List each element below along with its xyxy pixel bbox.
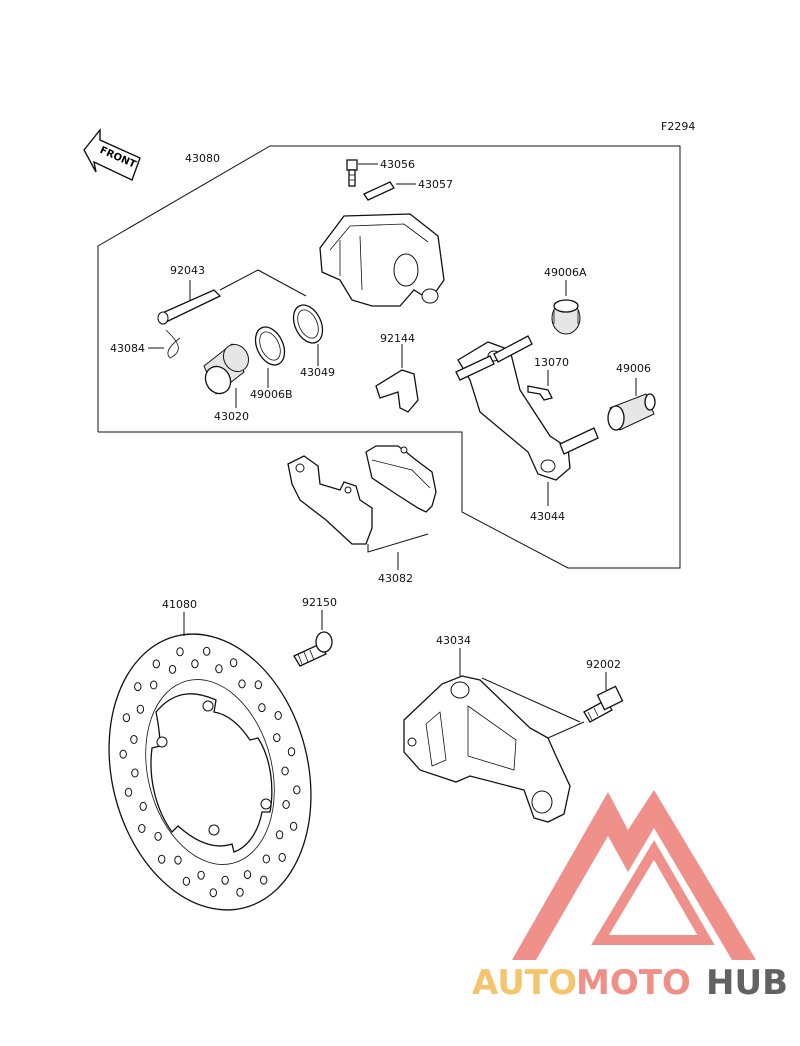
bleeder-cap: [363, 181, 395, 201]
vent-hole: [229, 658, 238, 668]
vent-hole: [260, 875, 268, 885]
vent-hole: [221, 875, 229, 885]
label-49006B: 49006B: [250, 388, 293, 401]
vent-hole: [182, 876, 191, 886]
label-43082: 43082: [378, 572, 413, 585]
vent-hole: [130, 735, 138, 744]
vent-hole: [134, 682, 142, 692]
label-13070: 13070: [534, 356, 569, 369]
vent-hole: [131, 768, 139, 778]
pad-spring: [375, 369, 419, 413]
label-49006A: 49006A: [544, 266, 587, 279]
vent-hole: [203, 646, 211, 656]
label-92150: 92150: [302, 596, 337, 609]
label-92002: 92002: [586, 658, 621, 671]
caliper-mount-bracket: [403, 675, 571, 823]
vent-hole: [254, 680, 262, 690]
vent-hole: [122, 713, 131, 723]
vent-hole: [119, 749, 127, 759]
caliper-body: [319, 213, 445, 307]
label-43057: 43057: [418, 178, 453, 191]
caliper-assembly-outline: [97, 145, 681, 569]
vent-hole: [139, 801, 147, 811]
vent-hole: [275, 830, 284, 840]
vent-hole: [273, 733, 281, 743]
piston-seal: [254, 326, 286, 366]
vent-hole: [197, 870, 205, 880]
vent-hole: [281, 766, 289, 776]
caliper-bracket: [455, 335, 599, 481]
logo-text-hub: HUB: [706, 963, 788, 1003]
vent-hole: [287, 747, 296, 757]
vent-hole: [124, 787, 133, 797]
bracket-bolt: [583, 685, 624, 723]
bracket-clip: [527, 385, 553, 401]
brake-pad-right: [365, 445, 437, 513]
vent-hole: [191, 659, 199, 669]
vent-hole: [289, 821, 298, 831]
vent-hole: [176, 647, 184, 657]
boot-49006: [607, 393, 656, 431]
label-92043: 92043: [170, 264, 205, 277]
piston: [203, 343, 250, 395]
label-43080: 43080: [185, 152, 220, 165]
vent-hole: [150, 680, 158, 690]
vent-hole: [136, 704, 145, 714]
vent-hole: [258, 703, 266, 713]
label-43056: 43056: [380, 158, 415, 171]
vent-hole: [274, 711, 282, 720]
label-43020: 43020: [214, 410, 249, 423]
boot-49006a: [551, 299, 581, 335]
label-49006: 49006: [616, 362, 651, 375]
vent-hole: [293, 785, 301, 795]
logo-text-moto: MOTO: [576, 963, 691, 1003]
vent-hole: [278, 852, 286, 862]
automotohub-logo: AUTO MOTO HUB: [472, 790, 788, 1003]
brake-disc: [108, 633, 312, 911]
bleeder-valve: [346, 159, 358, 187]
disc-bolt: [293, 631, 333, 667]
vent-hole: [138, 824, 146, 833]
vent-hole: [168, 664, 177, 674]
label-41080: 41080: [162, 598, 197, 611]
label-43034: 43034: [436, 634, 471, 647]
vent-hole: [238, 679, 246, 689]
vent-hole: [154, 831, 162, 841]
label-43049: 43049: [300, 366, 335, 379]
vent-hole: [158, 854, 166, 864]
vent-hole: [243, 870, 252, 880]
label-43044: 43044: [530, 510, 565, 523]
label-92144: 92144: [380, 332, 415, 345]
dust-seal: [292, 304, 324, 344]
brake-pad-left: [287, 455, 373, 545]
vent-hole: [262, 854, 270, 864]
logo-text-auto: AUTO: [472, 963, 577, 1003]
vent-hole: [236, 887, 244, 897]
vent-hole: [282, 800, 290, 809]
diagram-code: F2294: [661, 120, 695, 133]
label-43084: 43084: [110, 342, 145, 355]
vent-hole: [152, 659, 161, 669]
vent-hole: [215, 664, 223, 674]
vent-hole: [174, 855, 182, 865]
front-arrow-icon: FRONT: [83, 128, 141, 181]
pin-clip: [165, 329, 181, 359]
disc-vent-holes: [119, 646, 301, 898]
caliper-pin: [157, 289, 222, 325]
vent-hole: [209, 888, 218, 898]
